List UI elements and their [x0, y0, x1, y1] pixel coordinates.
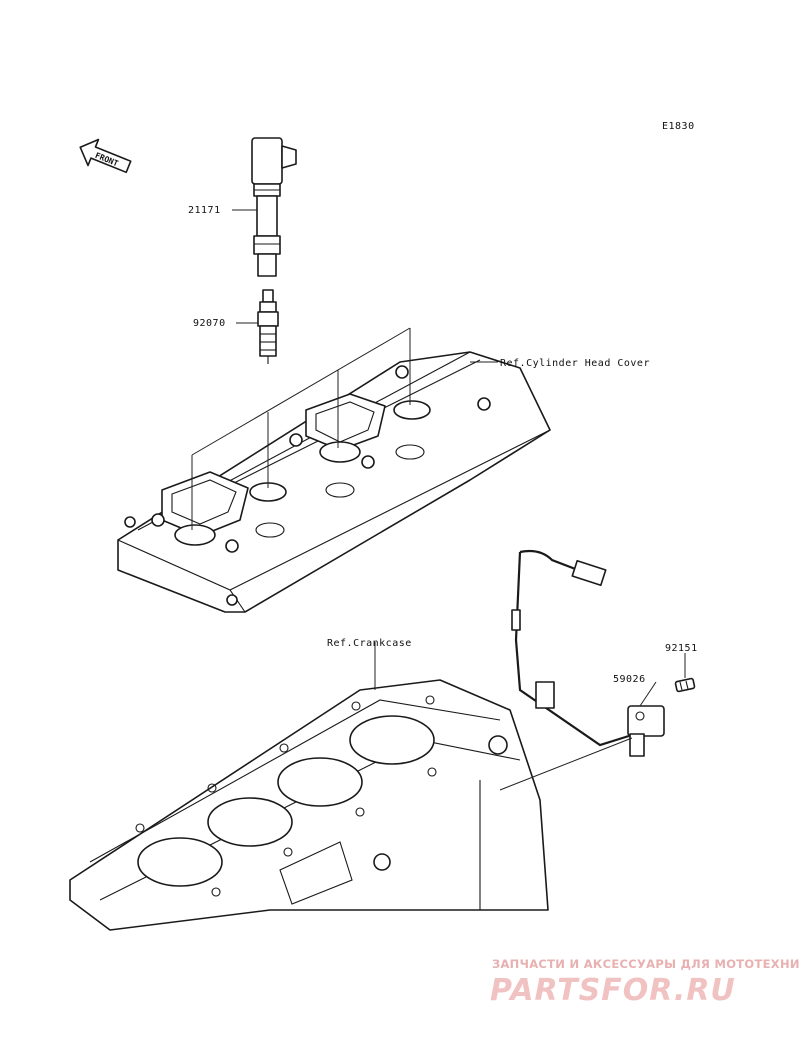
label-sensor: 59026	[613, 674, 646, 685]
label-bolt: 92151	[665, 643, 698, 654]
ignition-coil	[251, 137, 297, 277]
sensor-with-harness	[511, 549, 665, 757]
watermark-brand: PARTSFOR.RU	[490, 973, 736, 1008]
diagram-code: E1830	[662, 121, 695, 132]
cylinder-head-cover	[117, 351, 551, 613]
crankcase	[69, 679, 549, 931]
label-spark-plug: 92070	[193, 318, 226, 329]
front-arrow-icon: FRONT	[79, 138, 132, 174]
sensor-mount-guide-line	[499, 737, 633, 791]
label-crankcase: Ref.Crankcase	[327, 638, 412, 649]
bolt	[674, 677, 696, 693]
label-ignition-coil: 21171	[188, 205, 221, 216]
leader-sensor	[639, 681, 657, 707]
assembly-guide-lines	[191, 327, 411, 530]
label-cylinder-head-cover: Ref.Cylinder Head Cover	[500, 358, 650, 369]
watermark-tagline: ЗАПЧАСТИ И АКСЕССУАРЫ ДЛЯ МОТОТЕХНИКИ	[492, 957, 800, 971]
spark-plug	[257, 289, 279, 364]
